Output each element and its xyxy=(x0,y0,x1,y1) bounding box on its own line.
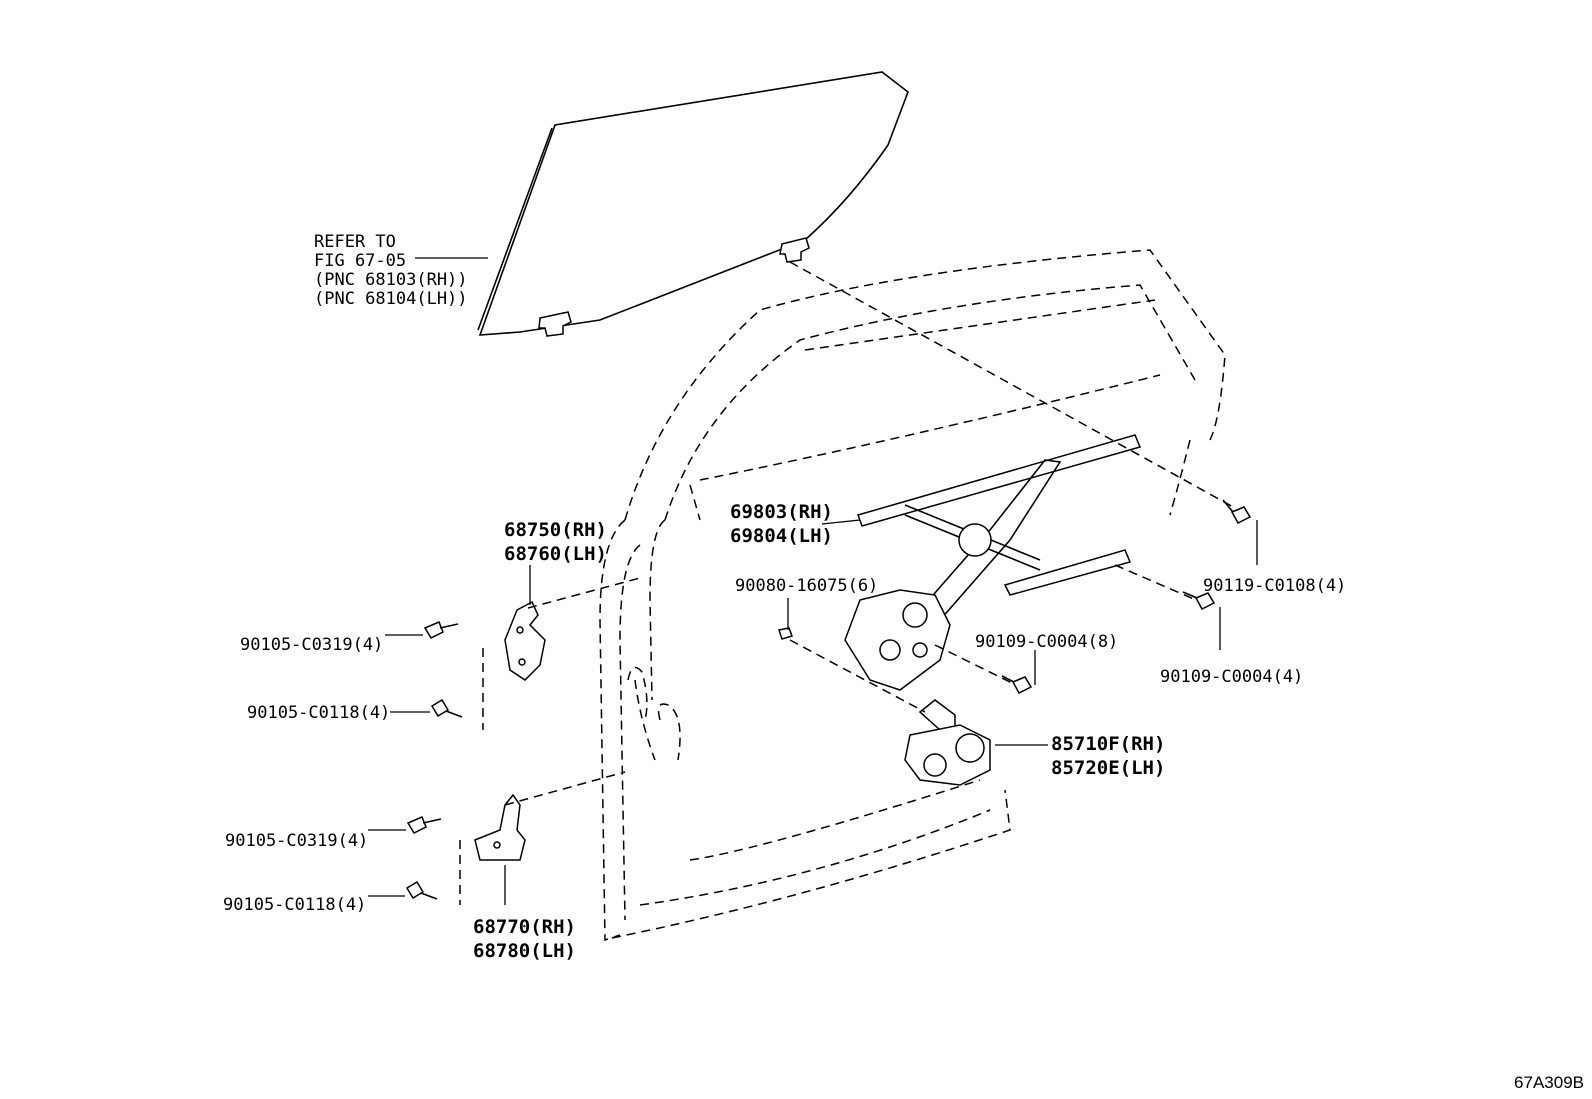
screw-motor-label: 90080-16075(6) xyxy=(735,576,879,596)
bolts xyxy=(405,499,1252,900)
assembly-lines xyxy=(459,261,1236,905)
door-glass-shape xyxy=(477,71,909,337)
glass-ref-line-4: (PNC 68104(LH)) xyxy=(314,289,468,309)
glass-ref-line-2: FIG 67-05 xyxy=(314,251,407,271)
lower-hinge-label-lh: 68780(LH) xyxy=(473,940,576,962)
leader-lines xyxy=(368,257,1258,905)
bolt-glass-label: 90119-C0108(4) xyxy=(1203,576,1347,596)
upper-hinge-label-rh: 68750(RH) xyxy=(504,519,607,541)
regulator-label-rh: 69803(RH) xyxy=(730,501,833,523)
glass-ref-line-3: (PNC 68103(RH)) xyxy=(314,270,468,290)
upper-hinge-label-lh: 68760(LH) xyxy=(504,543,607,565)
door-frame-shape xyxy=(599,249,1226,942)
bolt-lower-hinge-a-label: 90105-C0319(4) xyxy=(225,831,369,851)
regulator-label-lh: 69804(LH) xyxy=(730,525,833,547)
window-regulator-shape xyxy=(844,434,1142,691)
motor-label-rh: 85710F(RH) xyxy=(1051,733,1166,755)
bolt-upper-hinge-b-label: 90105-C0118(4) xyxy=(247,703,391,723)
lower-hinge-label-rh: 68770(RH) xyxy=(473,916,576,938)
bolt-regulator-body-label: 90109-C0004(8) xyxy=(975,632,1119,652)
regulator-motor-shape xyxy=(904,699,991,786)
lower-hinge-shape xyxy=(474,793,526,861)
bolt-regulator-rail-label: 90109-C0004(4) xyxy=(1160,667,1304,687)
glass-ref-line-1: REFER TO xyxy=(314,232,396,252)
motor-label-lh: 85720E(LH) xyxy=(1051,757,1166,779)
upper-hinge-shape xyxy=(504,600,546,681)
bolt-upper-hinge-a-label: 90105-C0319(4) xyxy=(240,635,384,655)
diagram-code: 67A309B xyxy=(1514,1073,1584,1092)
bolt-lower-hinge-b-label: 90105-C0118(4) xyxy=(223,895,367,915)
